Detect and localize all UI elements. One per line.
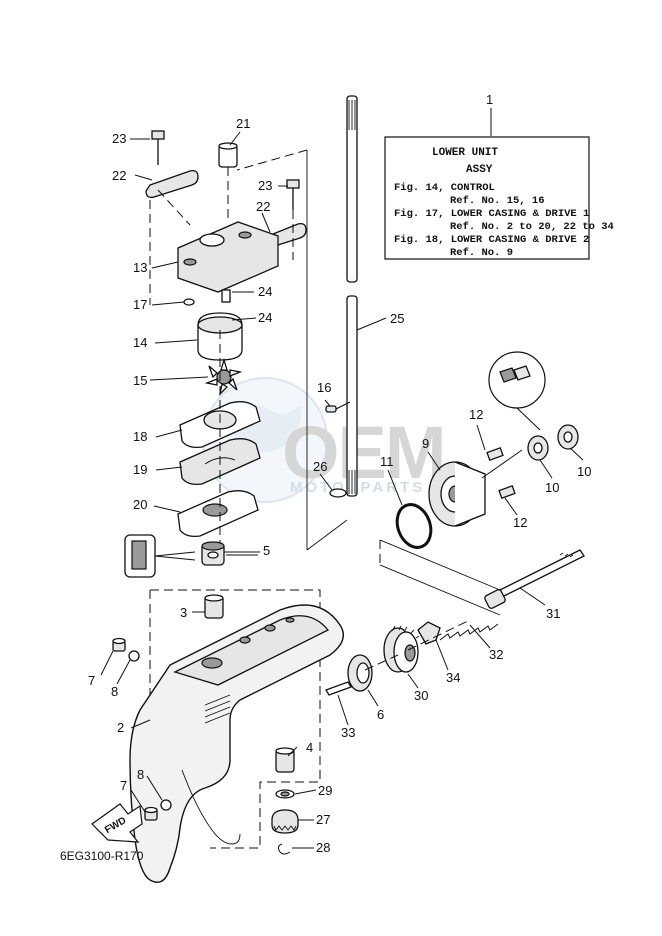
part-number-13: 13 bbox=[133, 260, 147, 275]
part-number-29: 29 bbox=[318, 783, 332, 798]
part-number-23-a: 23 bbox=[112, 131, 126, 146]
part-number-4: 4 bbox=[306, 740, 313, 755]
legend-line-2: Ref. No. 15, 16 bbox=[450, 195, 545, 207]
part-number-1: 1 bbox=[486, 92, 493, 107]
leader-lines bbox=[100, 131, 584, 849]
legend-line-5: Fig. 18, LOWER CASING & DRIVE 2 bbox=[394, 234, 589, 246]
part-number-22-b: 22 bbox=[256, 199, 270, 214]
pin-part bbox=[325, 405, 337, 413]
part-number-2: 2 bbox=[117, 720, 124, 735]
part-number-12-b: 12 bbox=[513, 515, 527, 530]
part-number-10-b: 10 bbox=[545, 480, 559, 495]
part-number-31: 31 bbox=[546, 606, 560, 621]
part-number-27: 27 bbox=[316, 812, 330, 827]
forward-direction-arrow: FWD bbox=[91, 803, 143, 843]
legend-line-1: Fig. 14, CONTROL bbox=[394, 182, 495, 194]
part-number-8-a: 8 bbox=[111, 684, 118, 699]
part-number-21: 21 bbox=[236, 116, 250, 131]
legend-line-4: Ref. No. 2 to 20, 22 to 34 bbox=[450, 221, 614, 233]
legend-subtitle: ASSY bbox=[466, 164, 493, 176]
legend-title: LOWER UNIT bbox=[432, 147, 498, 159]
legend-box: 1 LOWER UNIT ASSY Fig. 14, CONTROL Ref. … bbox=[384, 92, 614, 260]
part-number-7-a: 7 bbox=[88, 673, 95, 688]
watermark-logo: OEM bbox=[282, 411, 445, 494]
legend-line-6: Ref. No. 9 bbox=[450, 247, 513, 259]
figure-code: 6EG3100-R170 bbox=[60, 849, 144, 863]
part-number-33: 33 bbox=[341, 725, 355, 740]
part-number-17: 17 bbox=[133, 297, 147, 312]
part-number-15: 15 bbox=[133, 373, 147, 388]
oil-seal-part bbox=[124, 534, 260, 578]
part-number-5: 5 bbox=[263, 543, 270, 558]
part-number-8-b: 8 bbox=[137, 767, 144, 782]
part-number-11: 11 bbox=[380, 454, 394, 469]
part-number-24-b: 24 bbox=[258, 310, 272, 325]
part-number-16: 16 bbox=[317, 380, 331, 395]
part-number-19: 19 bbox=[133, 462, 147, 477]
washer-part bbox=[329, 488, 347, 498]
part-number-25: 25 bbox=[390, 311, 404, 326]
water-pump-housing-group bbox=[145, 130, 308, 560]
drain-plug-lower bbox=[144, 799, 172, 821]
part-number-22-a: 22 bbox=[112, 168, 126, 183]
part-number-26: 26 bbox=[313, 459, 327, 474]
lower-casing-part bbox=[129, 604, 344, 883]
drive-shaft-part bbox=[346, 95, 387, 497]
part-number-10-a: 10 bbox=[577, 464, 591, 479]
part-number-18: 18 bbox=[133, 429, 147, 444]
part-number-23-b: 23 bbox=[258, 178, 272, 193]
part-number-30: 30 bbox=[414, 688, 428, 703]
part-number-34: 34 bbox=[446, 670, 460, 685]
shaft-housing-group bbox=[379, 351, 579, 616]
part-number-labels: 23 21 22 23 22 13 17 24 24 14 15 18 19 2… bbox=[88, 116, 591, 855]
part-number-32: 32 bbox=[489, 647, 503, 662]
drain-plug-upper bbox=[112, 637, 140, 662]
part-number-9: 9 bbox=[422, 436, 429, 451]
part-number-20: 20 bbox=[133, 497, 147, 512]
part-number-24-a: 24 bbox=[258, 284, 272, 299]
part-number-14: 14 bbox=[133, 335, 147, 350]
legend-line-3: Fig. 17, LOWER CASING & DRIVE 1 bbox=[394, 208, 589, 220]
propeller-shaft-group bbox=[325, 549, 585, 726]
pinion-group bbox=[271, 747, 299, 855]
part-number-28: 28 bbox=[316, 840, 330, 855]
part-number-7-b: 7 bbox=[120, 778, 127, 793]
part-number-12-a: 12 bbox=[469, 407, 483, 422]
part-number-6: 6 bbox=[377, 707, 384, 722]
part-number-3: 3 bbox=[180, 605, 187, 620]
